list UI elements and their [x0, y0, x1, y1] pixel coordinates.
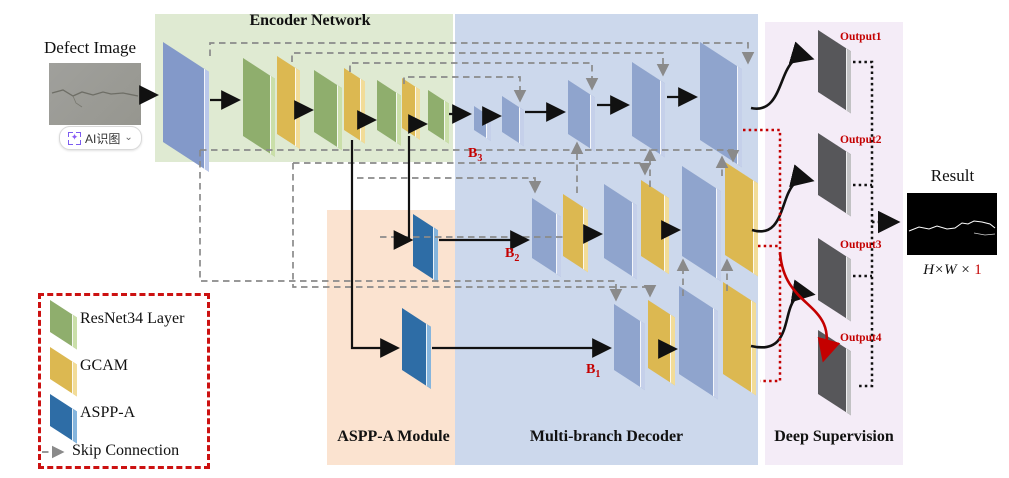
defect-image	[49, 63, 141, 125]
gcam-block-enc-1	[277, 56, 300, 149]
legend-gcam-label: GCAM	[80, 357, 129, 374]
result-image	[907, 193, 997, 255]
aspp-title: ASPP-A Module	[337, 428, 450, 445]
branch-b2-label: B2	[505, 246, 520, 264]
deep-supervision-title: Deep Supervision	[774, 428, 894, 445]
branch-b3-label: B3	[468, 146, 483, 164]
crack-mask	[908, 220, 996, 236]
legend-resnet34-label: ResNet34 Layer	[80, 310, 185, 327]
result-dimensions-label: H×W × 1	[923, 262, 982, 278]
decoder-title: Multi-branch Decoder	[529, 428, 684, 445]
legend-box	[38, 293, 210, 469]
encoder-title: Encoder Network	[249, 12, 371, 29]
chevron-down-icon: ⌄	[124, 132, 133, 143]
crack-texture	[51, 89, 139, 108]
gcam-block-enc-2	[344, 68, 365, 144]
legend-aspp-a-label: ASPP-A	[80, 404, 136, 421]
output4-label: Output4	[840, 332, 882, 344]
result-label: Result	[930, 166, 975, 185]
ai-scan-icon: ✦	[68, 131, 81, 145]
ai-button-label: AI识图	[85, 131, 121, 146]
legend-skip-connection-label: Skip Connection	[72, 442, 180, 459]
ai-recognize-button[interactable]: ✦ AI识图 ⌄	[59, 126, 142, 150]
output3-label: Output3	[840, 239, 882, 251]
branch-b1-label: B1	[586, 362, 601, 380]
aspp-region	[327, 210, 460, 465]
defect-image-label: Defect Image	[44, 38, 137, 57]
output2-label: Output2	[840, 134, 882, 146]
output1-label: Output1	[840, 31, 882, 43]
